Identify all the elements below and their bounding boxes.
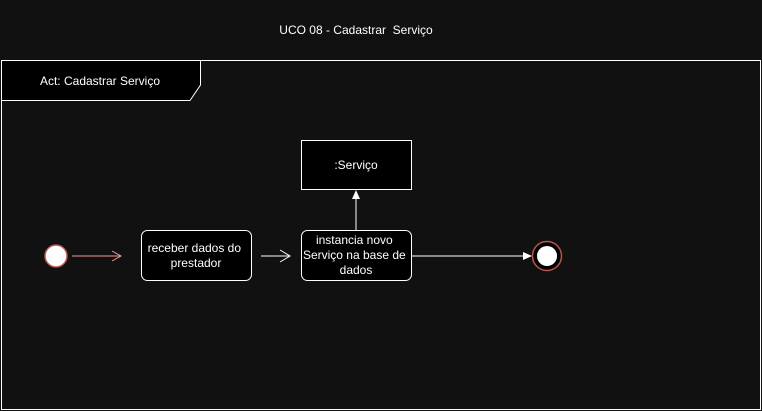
- edge-instancia-to-object: [352, 190, 360, 230]
- object-node-label: :Serviço: [334, 158, 378, 172]
- edge-initial-to-receber: [72, 250, 123, 262]
- frame-label-tab: [1, 60, 201, 101]
- diagram-title: UCO 08 - Cadastrar Serviço: [279, 23, 433, 37]
- action-receber-dados[interactable]: [141, 230, 252, 281]
- edge-instancia-to-final: [412, 252, 532, 260]
- final-node[interactable]: [531, 240, 563, 272]
- action-instancia-servico[interactable]: [301, 230, 412, 281]
- initial-node[interactable]: [44, 244, 68, 268]
- frame-label: Act: Cadastrar Serviço: [40, 74, 160, 88]
- activity-frame: [1, 60, 761, 410]
- object-node-servico[interactable]: [301, 140, 412, 190]
- edge-receber-to-instancia: [261, 249, 291, 263]
- action-instancia-servico-label: instancia novo Serviço na base de dados: [303, 233, 409, 277]
- action-receber-dados-label: receber dados do prestador: [148, 241, 245, 270]
